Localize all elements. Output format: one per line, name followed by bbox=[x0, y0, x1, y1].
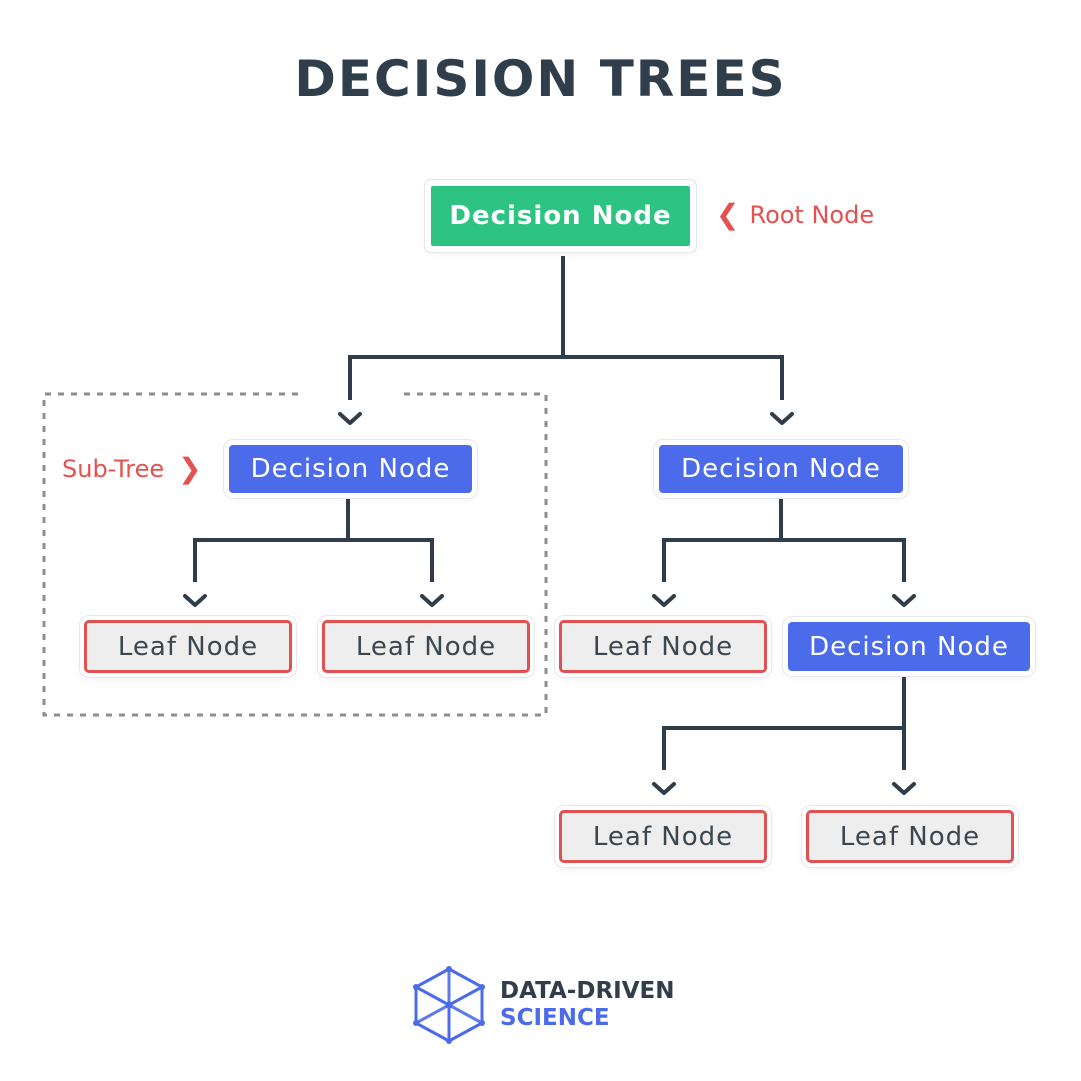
subtree-annotation: Sub-Tree ❯ bbox=[62, 452, 202, 485]
connector-left-decision bbox=[193, 498, 434, 582]
logo-text-line1: DATA-DRIVEN bbox=[500, 978, 675, 1004]
leaf-node-5: Leaf Node bbox=[806, 810, 1014, 863]
subtree-label: Sub-Tree bbox=[62, 454, 165, 483]
chevron-left-icon: ❮ bbox=[716, 198, 740, 231]
leaf-node-1: Leaf Node bbox=[84, 620, 292, 673]
leaf-node-2: Leaf Node bbox=[322, 620, 530, 673]
connector-root bbox=[348, 256, 784, 400]
right-decision-node: Decision Node bbox=[659, 445, 903, 493]
brand-logo: DATA-DRIVEN SCIENCE bbox=[412, 965, 674, 1045]
chevron-down-icon bbox=[652, 782, 676, 795]
chevron-down-icon bbox=[892, 782, 916, 795]
page-title: DECISION TREES bbox=[294, 50, 787, 108]
connector-right-decision bbox=[662, 498, 906, 582]
chevron-right-icon: ❯ bbox=[178, 452, 202, 485]
right-child-decision-node: Decision Node bbox=[788, 622, 1030, 671]
subtree-outline bbox=[42, 392, 548, 717]
leaf-node-4: Leaf Node bbox=[559, 810, 767, 863]
hexagon-cube-logo-icon bbox=[413, 966, 485, 1044]
left-decision-node: Decision Node bbox=[229, 445, 472, 493]
leaf-node-3: Leaf Node bbox=[559, 620, 767, 673]
chevron-down-icon bbox=[183, 594, 207, 607]
chevron-down-icon bbox=[770, 412, 794, 425]
connector-right-child-decision bbox=[662, 676, 906, 770]
root-node-label: Root Node bbox=[749, 200, 875, 229]
logo-text-line2: SCIENCE bbox=[500, 1005, 610, 1031]
chevron-down-icon bbox=[892, 594, 916, 607]
chevron-down-icon bbox=[338, 412, 362, 425]
root-node-annotation: ❮ Root Node bbox=[716, 198, 874, 231]
chevron-down-icon bbox=[420, 594, 444, 607]
root-decision-node: Decision Node bbox=[431, 186, 690, 246]
chevron-down-icon bbox=[652, 594, 676, 607]
